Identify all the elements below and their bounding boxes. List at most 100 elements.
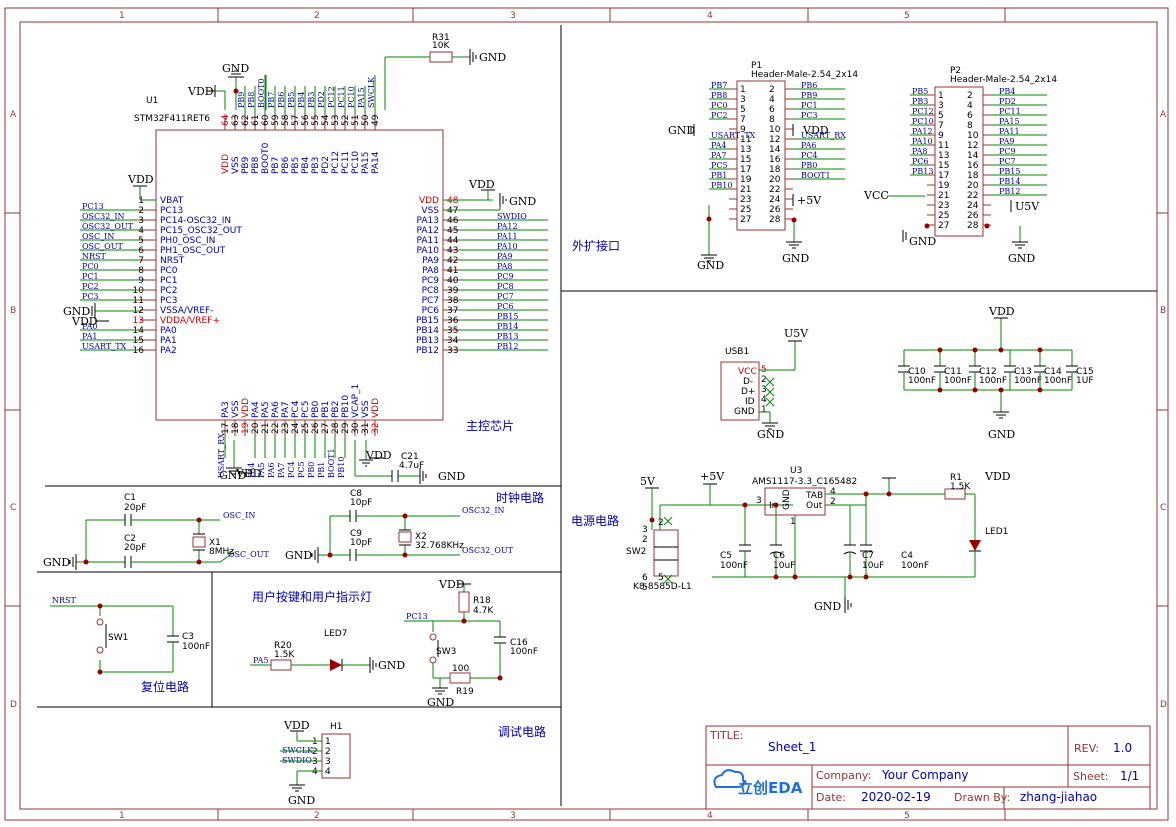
u1-pin-name: VDD (419, 196, 439, 206)
net-label: PC7 (999, 157, 1016, 166)
osc-out-net: OSC_OUT (228, 550, 269, 559)
logo-cloud-icon (713, 769, 745, 788)
vdd-label: VDD (988, 305, 1015, 318)
usb-pin-id: ID (745, 397, 755, 407)
net-label: PB14 (497, 322, 518, 331)
u1-pin-name: PC6 (422, 306, 440, 316)
u3-pin-number: 3 (756, 496, 762, 506)
drawing-frame: 1 2 3 4 5 1 2 3 4 5 A B C D A B C D (4, 7, 1169, 821)
u1-pin-name: PC4 (291, 400, 301, 418)
row-label: B (10, 306, 16, 316)
gnd-label: GND (43, 556, 70, 569)
net-label: PB15 (999, 167, 1020, 176)
u1-pin-name: PA0 (160, 326, 177, 336)
column-label: 4 (707, 811, 713, 821)
clock-circuit[interactable]: GND OSC_IN OSC_OUT C1 20pF C2 20pF X1 8M… (43, 489, 514, 570)
p5v-label: +5V (700, 470, 725, 483)
x2-value: 32.768KHz (415, 541, 464, 551)
u1-pin-name: PA3 (221, 401, 231, 418)
header-pin-number: 15 (938, 161, 949, 171)
u1-pin-name: PA14 (371, 151, 381, 174)
u1-pin-name: PB14 (416, 326, 439, 336)
header-pin-number: 15 (740, 155, 751, 165)
header-pin-number: 10 (769, 125, 781, 135)
gnd-label: GND (697, 259, 724, 272)
u1-pin-name: PC0 (160, 266, 178, 276)
c2-value: 20pF (124, 543, 146, 553)
u3-pin-number: 2 (830, 497, 836, 507)
u1-pin-name: VDDA/VREF+ (160, 316, 220, 326)
u1-pin-number: 17 (221, 423, 231, 434)
u1-pin-name: PC14-OSC32_IN (160, 216, 231, 226)
u1-pin-number: 5 (138, 236, 144, 246)
net-label: PB8 (711, 91, 727, 100)
u1-pin-number: 20 (251, 422, 261, 434)
net-label: PC4 (801, 151, 818, 160)
header-pin-number: 14 (769, 145, 781, 155)
net-label: PB10 (711, 181, 732, 190)
usb-connector[interactable]: USB1 VCC D- D+ ID GND 5 2 3 4 1 U5V GND (720, 327, 809, 441)
gnd-label: GND (814, 600, 841, 613)
u3-pin-number: 4 (830, 487, 836, 497)
r1-reference: R1 (950, 473, 962, 483)
net-label: PC10 (912, 117, 934, 126)
u1-pin-name: PA11 (417, 236, 439, 246)
power-circuit[interactable]: 5V +5V SW2 K8-8585D-L1 3 2 6 5 2 5 C5 10… (626, 466, 1011, 613)
u1-pin-number: 44 (447, 236, 459, 246)
u1-pin-name: PA7 (281, 401, 291, 418)
c6-value: 10uF (773, 561, 795, 571)
column-label: 5 (904, 811, 910, 821)
u1-pin-number: 9 (138, 276, 144, 286)
h1-pin-label: 4 (325, 767, 331, 777)
reset-circuit[interactable]: NRST SW1 C3 100nF (50, 596, 210, 673)
gnd-label: GND (1008, 252, 1035, 265)
c8-reference: C8 (350, 489, 362, 499)
net-label: USART_RX (217, 433, 226, 478)
pc13-net: PC13 (406, 612, 428, 621)
revision: 1.0 (1113, 741, 1132, 755)
u1-pin-name: PA5 (261, 401, 271, 418)
net-label: PB8 (247, 92, 256, 108)
vdd-label: VDD (438, 578, 465, 591)
u1-body (155, 129, 444, 421)
usb-pin-number: 2 (761, 375, 767, 385)
column-label: 3 (510, 11, 516, 21)
c1-reference: C1 (124, 493, 136, 503)
u1-pin-number: 48 (447, 196, 459, 206)
net-label: USART_TX (82, 342, 127, 351)
net-label: PA4 (711, 141, 727, 150)
u1-pin-number: 22 (271, 423, 281, 434)
gnd-label: GND (509, 195, 536, 208)
5v-label: 5V (640, 475, 656, 488)
sw2-pin-number: 3 (642, 525, 648, 535)
c21-reference: C21 (401, 452, 419, 462)
c4-value: 100nF (901, 561, 929, 571)
u1-pin-name: PB5 (291, 157, 301, 174)
net-label: PC6 (912, 157, 929, 166)
debug-header[interactable]: H1 1 2 3 4 1 2 3 4 VDD SWCLK SWDIO GND (280, 719, 351, 807)
p1-part: Header-Male-2.54_2x14 (751, 70, 858, 80)
u1-pin-number: 11 (133, 296, 144, 306)
u1-pin-number: 4 (138, 226, 144, 236)
net-label: PB9 (237, 92, 246, 108)
gnd-label: GND (63, 305, 90, 318)
user-io-circuit[interactable]: PA5 GND R20 1.5K LED7 VDD R18 4.7K PC13 … (250, 578, 538, 709)
cap-reference: C10 (908, 367, 926, 377)
vdd-label: VDD (984, 470, 1011, 483)
u1-pin-number: 59 (271, 114, 281, 126)
gnd-label: GND (219, 469, 246, 482)
net-label: PB6 (801, 81, 817, 90)
u1-pin-number: 2 (138, 206, 144, 216)
u3-part: AMS1117-3.3_C165482 (752, 477, 857, 487)
u1-pin-number: 46 (447, 216, 459, 226)
u1-pin-name: PB8 (251, 156, 261, 174)
net-label: PB13 (497, 332, 518, 341)
u1-pin-name: PA10 (417, 246, 440, 256)
net-label: USART_TX (711, 131, 756, 140)
decoupling-capacitors[interactable]: VDD GND C10100nFC11100nFC12100nFC13100nF… (898, 305, 1094, 441)
vdd-label: VDD (365, 449, 392, 462)
net-label: PA8 (497, 262, 513, 271)
